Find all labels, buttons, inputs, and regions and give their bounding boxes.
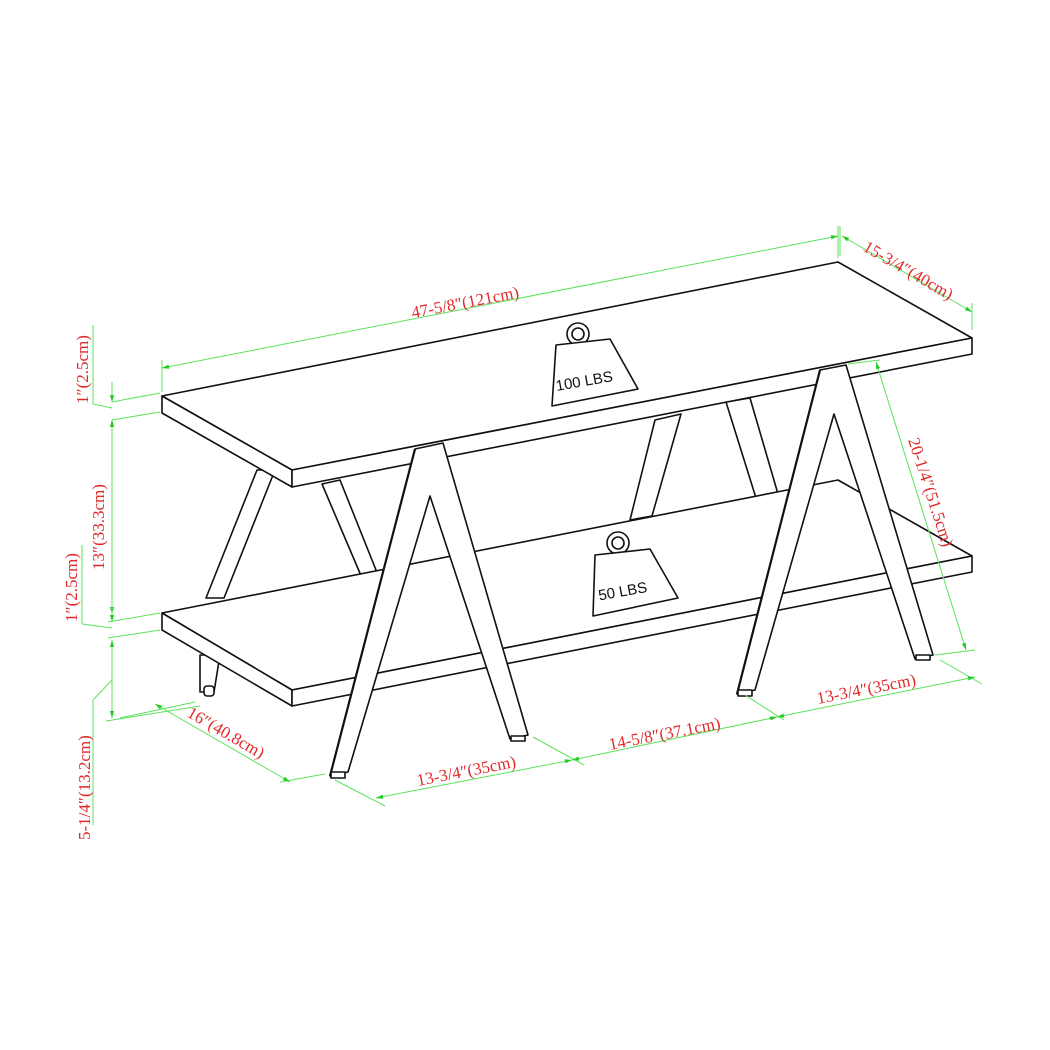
weight-icon-bottom: 50 LBS — [592, 531, 679, 617]
front-right-foot-2 — [915, 654, 931, 661]
dim-floor-clearance: 5-1/4″(13.2cm) — [75, 640, 201, 840]
label-shelf-gap: 13″(33.3cm) — [89, 484, 108, 570]
label-floor-clearance: 5-1/4″(13.2cm) — [75, 735, 94, 840]
front-left-a-frame-leg — [328, 442, 529, 779]
back-left-foot — [203, 685, 215, 697]
label-leg-base-depth: 16″(40.8cm) — [184, 703, 268, 762]
label-leg-gap-center: 14-5/8″(37.1cm) — [607, 714, 722, 754]
label-front-leg-spread-left: 13-3/4″(35cm) — [415, 752, 517, 790]
bottom-shelf — [161, 479, 973, 707]
front-left-foot-1 — [330, 771, 346, 779]
dim-bottom-run: 13-3/4″(35cm) 14-5/8″(37.1cm) 13-3/4″(35… — [334, 659, 983, 807]
front-right-foot-1 — [737, 689, 753, 697]
label-bottom-thickness: 1″(2.5cm) — [62, 553, 81, 622]
label-front-leg-spread-right: 13-3/4″(35cm) — [815, 670, 917, 708]
label-top-thickness: 1″(2.5cm) — [73, 335, 92, 404]
front-left-foot-2 — [510, 735, 526, 742]
dim-left-vertical: 1″(2.5cm) 13″(33.3cm) 1″(2.5cm) — [62, 325, 161, 639]
label-overall-width: 47-5/8″(121cm) — [410, 283, 521, 322]
